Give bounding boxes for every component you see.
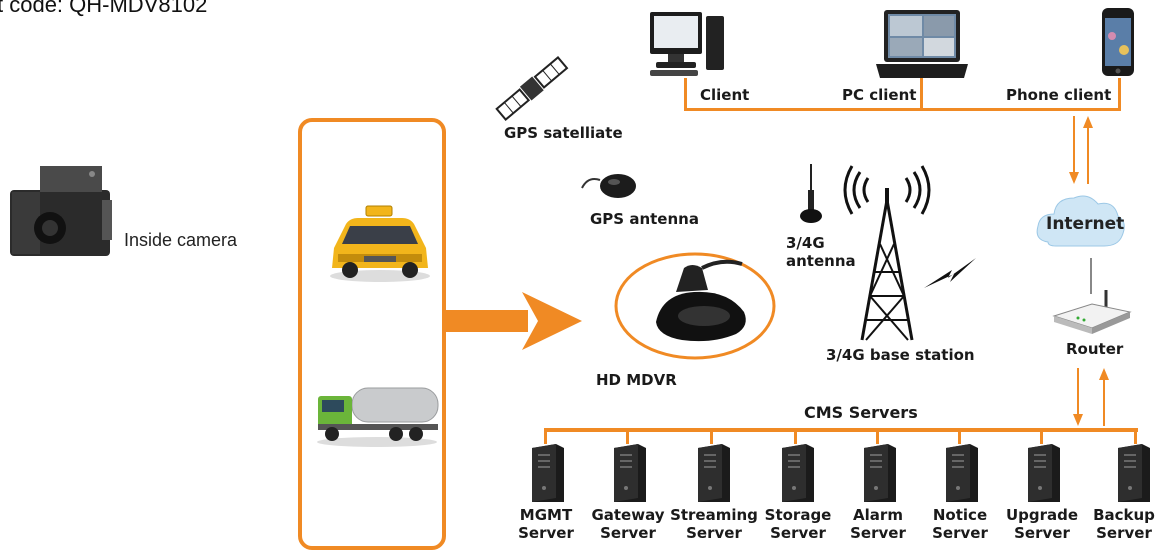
gps-antenna-label: GPS antenna bbox=[590, 210, 699, 228]
3g4g-antenna-label-line1: 3/4G bbox=[786, 234, 825, 252]
internet-label: Internet bbox=[1046, 214, 1125, 234]
server-drop-8 bbox=[1134, 428, 1137, 444]
taxi-icon bbox=[330, 205, 430, 282]
internet-cloud-icon bbox=[1036, 195, 1125, 247]
server-label-line2: Server bbox=[1096, 524, 1152, 542]
server-label-notice: Notice Server bbox=[920, 506, 1000, 542]
product-code: ct code: QH-MDV8102 bbox=[0, 0, 208, 17]
storage-server-icon bbox=[782, 444, 814, 502]
tanker-truck-icon bbox=[317, 387, 439, 447]
server-drop-5 bbox=[876, 428, 879, 444]
inside-camera-icon bbox=[10, 166, 112, 256]
inside-camera-label: Inside camera bbox=[124, 230, 238, 250]
client-connector-left bbox=[684, 78, 687, 110]
server-drop-7 bbox=[1040, 428, 1043, 444]
pc-client-label: PC client bbox=[842, 86, 917, 104]
wireless-signal-icon bbox=[924, 258, 976, 288]
3g4g-antenna-label-line2: antenna bbox=[786, 252, 856, 270]
server-label-line1: Streaming bbox=[670, 506, 758, 524]
router-icon bbox=[1052, 290, 1132, 334]
router-label: Router bbox=[1066, 340, 1124, 358]
server-label-line1: Alarm bbox=[853, 506, 903, 524]
cms-bus-line bbox=[544, 428, 1138, 432]
server-label-line2: Server bbox=[686, 524, 742, 542]
streaming-server-icon bbox=[698, 444, 730, 502]
server-label-line2: Server bbox=[932, 524, 988, 542]
internet-router-link bbox=[1090, 258, 1092, 294]
server-drop-6 bbox=[958, 428, 961, 444]
gps-satellite-label: GPS satelliate bbox=[504, 124, 623, 142]
server-label-line1: Backup bbox=[1093, 506, 1155, 524]
server-drop-2 bbox=[626, 428, 629, 444]
server-label-line2: Server bbox=[770, 524, 826, 542]
router-server-arrows-icon bbox=[1073, 368, 1109, 426]
phone-client-label: Phone client bbox=[1006, 86, 1112, 104]
server-label-line1: Upgrade bbox=[1005, 506, 1079, 524]
server-label-line2: Server bbox=[518, 524, 574, 542]
upgrade-server-icon bbox=[1028, 444, 1060, 502]
server-label-alarm: Alarm Server bbox=[838, 506, 918, 542]
client-label: Client bbox=[700, 86, 750, 104]
client-connector-mid bbox=[920, 78, 923, 110]
server-label-storage: Storage Server bbox=[758, 506, 838, 542]
3g4g-antenna-icon bbox=[800, 164, 822, 223]
client-connector-right bbox=[1118, 78, 1121, 110]
server-label-streaming: Streaming Server bbox=[668, 506, 760, 542]
gateway-server-icon bbox=[614, 444, 646, 502]
hd-mdvr-icon bbox=[614, 252, 776, 360]
base-station-tower-icon bbox=[843, 165, 931, 341]
gps-antenna-icon bbox=[581, 174, 636, 198]
client-bus-line bbox=[684, 108, 1121, 111]
server-drop-3 bbox=[710, 428, 713, 444]
server-label-gateway: Gateway Server bbox=[582, 506, 674, 542]
server-label-line2: Server bbox=[850, 524, 906, 542]
backup-server-icon bbox=[1118, 444, 1150, 502]
server-label-upgrade: Upgrade Server bbox=[1000, 506, 1084, 542]
server-label-mgmt: MGMT Server bbox=[500, 506, 592, 542]
server-label-line2: Server bbox=[600, 524, 656, 542]
base-station-label: 3/4G base station bbox=[826, 346, 975, 364]
mgmt-server-icon bbox=[532, 444, 564, 502]
phone-client-icon bbox=[1102, 8, 1134, 76]
pc-client-laptop-icon bbox=[876, 10, 968, 78]
server-label-line1: Notice bbox=[932, 506, 988, 524]
server-label-line1: MGMT bbox=[519, 506, 573, 524]
server-label-line2: Server bbox=[1014, 524, 1070, 542]
server-label-backup: Backup Server bbox=[1084, 506, 1164, 542]
gps-satellite-icon bbox=[495, 56, 569, 122]
cms-servers-label: CMS Servers bbox=[804, 403, 918, 422]
notice-server-icon bbox=[946, 444, 978, 502]
client-desktop-icon bbox=[650, 12, 724, 76]
alarm-server-icon bbox=[864, 444, 896, 502]
server-label-line1: Storage bbox=[764, 506, 832, 524]
server-drop-4 bbox=[794, 428, 797, 444]
server-label-line1: Gateway bbox=[591, 506, 665, 524]
server-drop-1 bbox=[544, 428, 547, 444]
3g4g-antenna-label: 3/4G antenna bbox=[786, 234, 856, 270]
hd-mdvr-label: HD MDVR bbox=[596, 371, 677, 389]
flow-arrow-icon bbox=[446, 292, 582, 350]
internet-client-arrows-icon bbox=[1069, 116, 1093, 184]
vehicle-panel bbox=[298, 118, 446, 550]
